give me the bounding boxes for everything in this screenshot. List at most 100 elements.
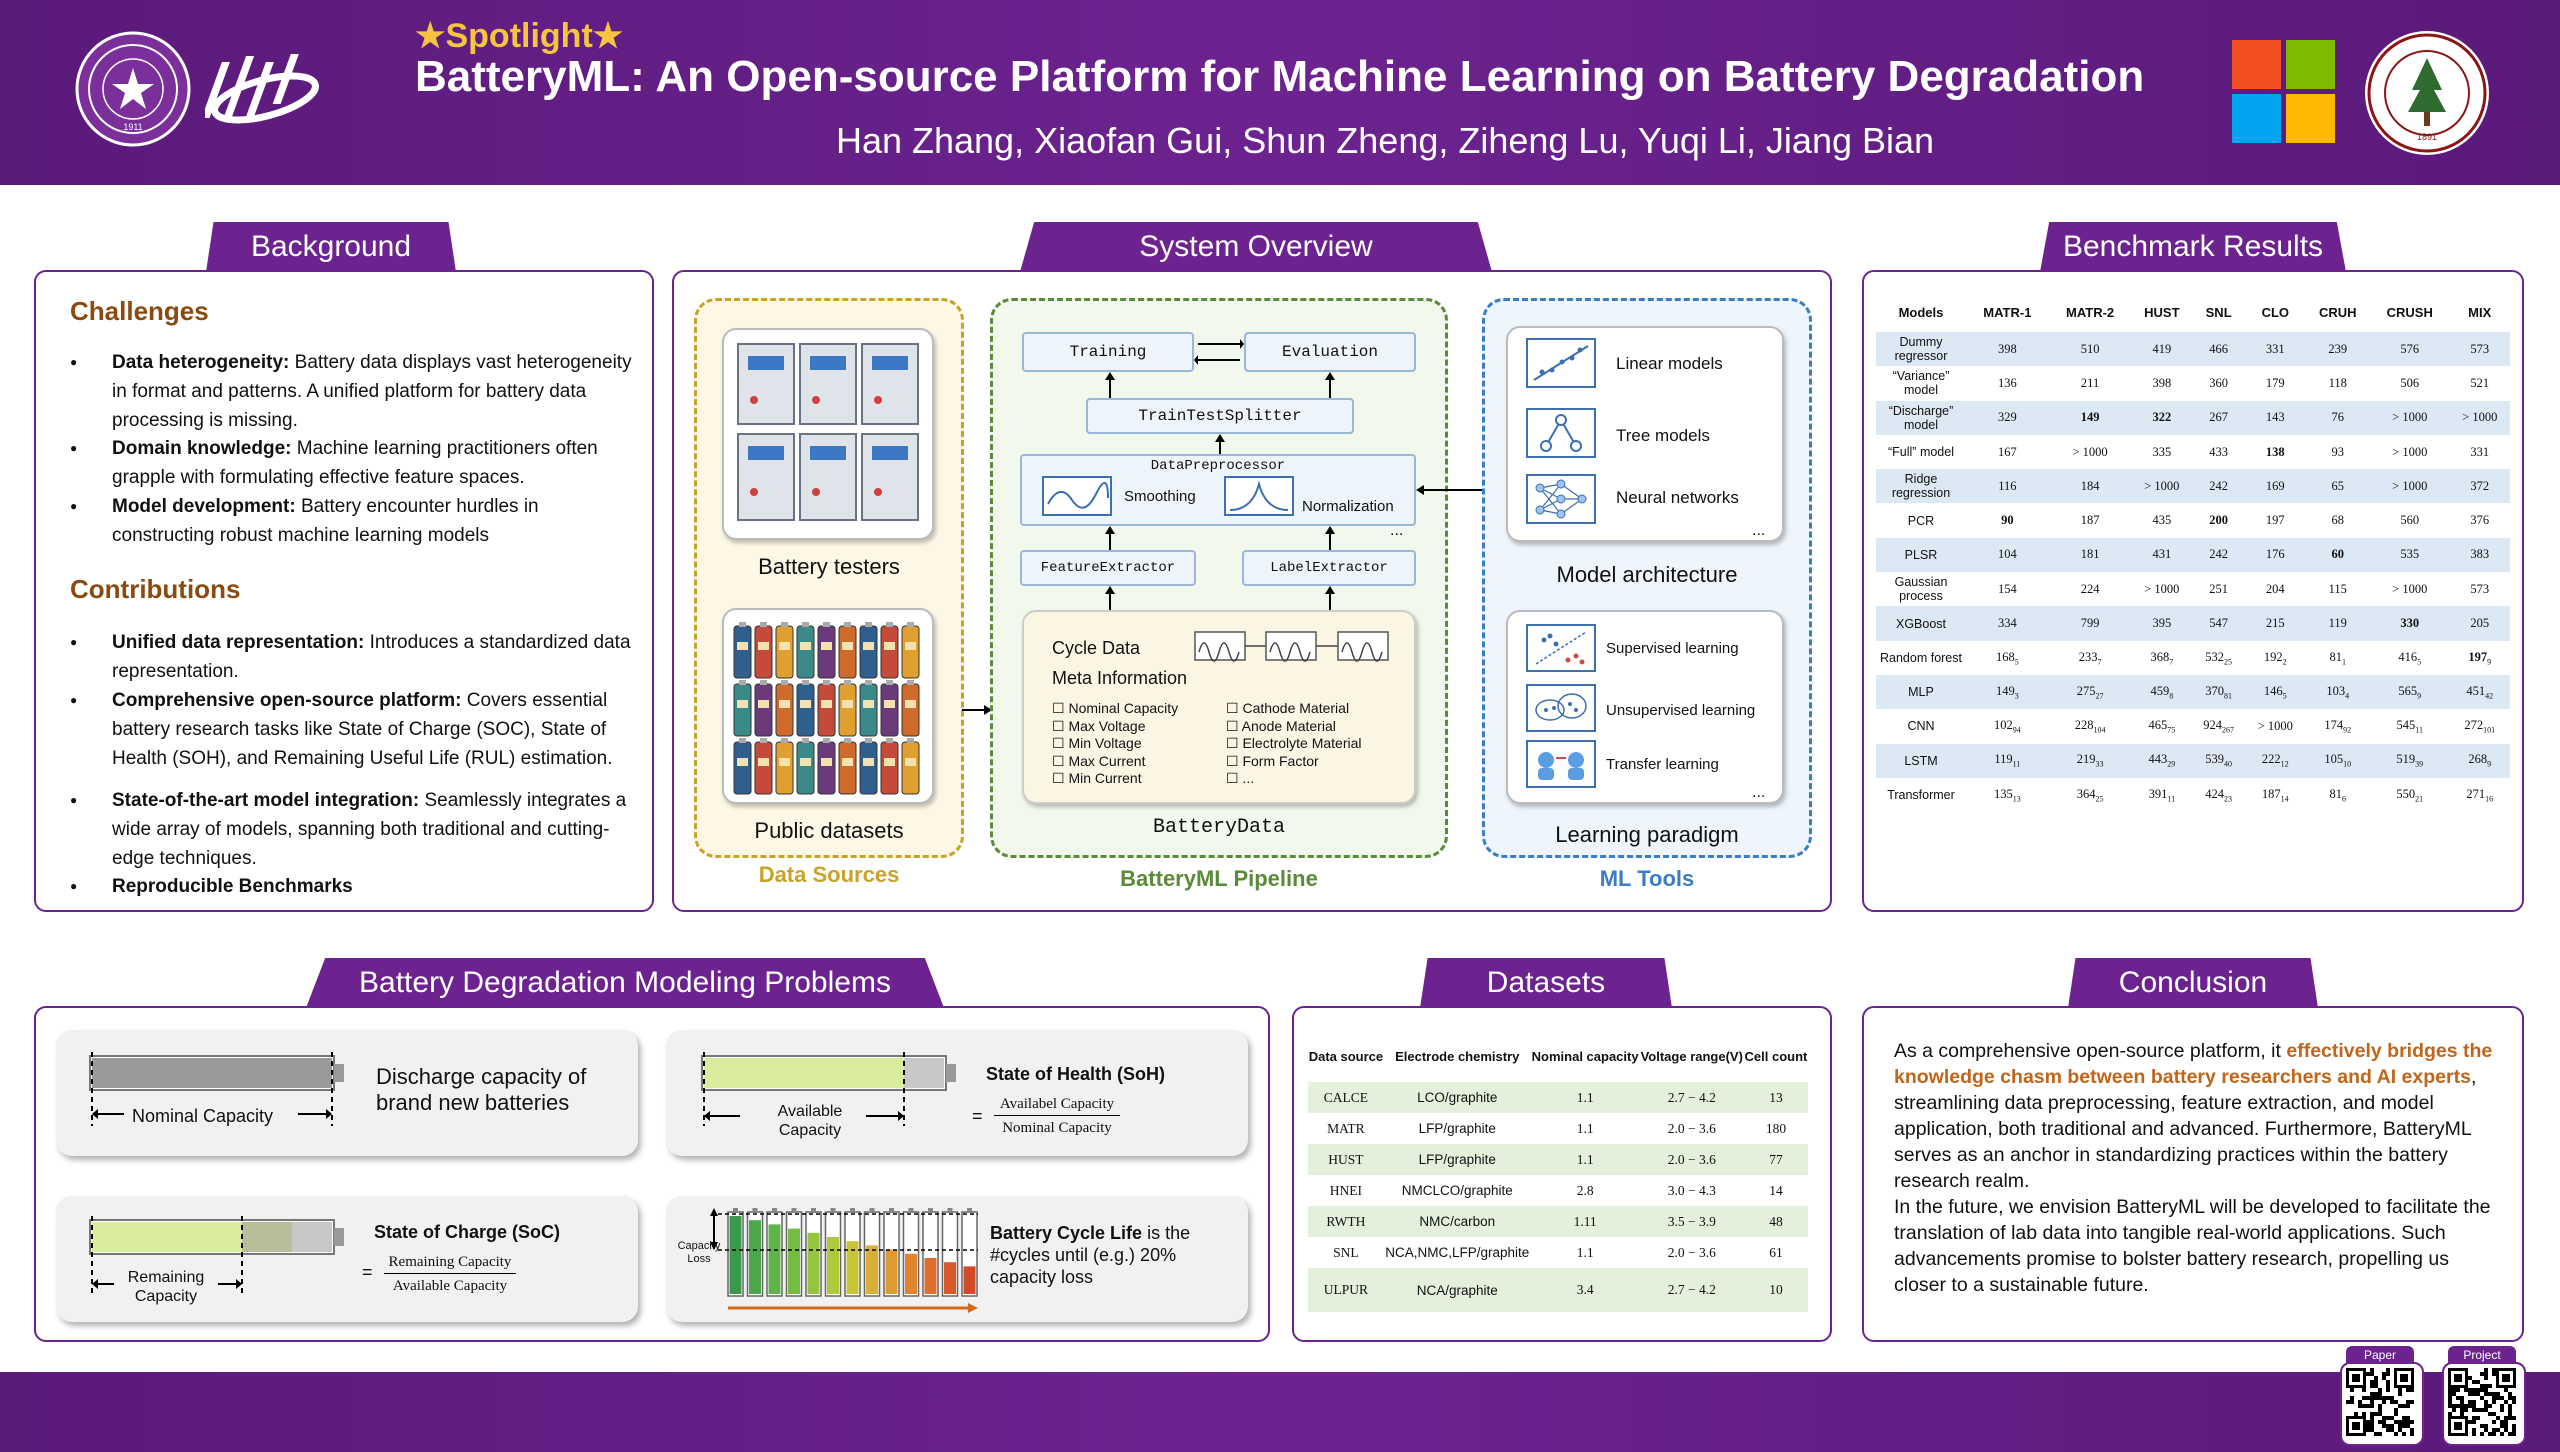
paper-qr-label: Paper: [2346, 1346, 2414, 1364]
table-cell: 2337: [2078, 649, 2102, 667]
paradigm-item: Transfer learning: [1606, 756, 1719, 773]
arrow-up-icon: [1105, 526, 1115, 550]
table-cell: 45142: [2449, 674, 2510, 710]
soc-title: State of Charge (SoC): [374, 1222, 561, 1242]
table-cell: 200: [2209, 513, 2229, 528]
checkbox-icon: ☐: [1226, 752, 1243, 769]
table-cell: LFP/graphite: [1383, 1144, 1531, 1175]
linear-model-icon: [1526, 338, 1596, 388]
table-cell: 14: [1769, 1182, 1783, 1198]
normalization-curve-icon: [1224, 476, 1294, 516]
table-cell: NMCLCO/graphite: [1401, 1183, 1513, 1198]
table-cell: 799: [2048, 606, 2132, 641]
tree-model-icon: [1526, 408, 1596, 458]
table-cell: 3687: [2150, 649, 2174, 667]
new-battery-icon: [89, 1052, 344, 1126]
table-cell: 11911: [1966, 743, 2049, 778]
meta-item: ☐ ...: [1226, 770, 1255, 786]
project-qr-code[interactable]: [2442, 1362, 2526, 1446]
table-cell: 22212: [2245, 743, 2306, 778]
table-cell: 13513: [1993, 786, 2021, 804]
arrow-left-icon: [1416, 485, 1488, 495]
smoothing-curve-icon: [1042, 476, 1112, 516]
table-cell: 1979: [2468, 649, 2492, 667]
table-cell: 37081: [2192, 674, 2246, 710]
table-cell: 149: [2048, 400, 2132, 435]
tab-datasets: Datasets: [1420, 958, 1672, 1008]
datasets-header-cell: Cell count: [1744, 1048, 1808, 1064]
benchmark-header-cell: HUST: [2144, 304, 2180, 320]
table-cell: 44329: [2131, 743, 2193, 778]
table-cell: 169: [2245, 469, 2306, 504]
checkbox-icon: ☐: [1052, 752, 1069, 769]
table-cell: 1.1: [1576, 1244, 1594, 1260]
bullet-item: ●Comprehensive open-source platform: Cov…: [70, 686, 632, 773]
table-cell: 1685: [1995, 649, 2019, 667]
model-name-cell: PCR: [1907, 513, 1935, 528]
table-cell: 54511: [2396, 718, 2423, 735]
arrow-up-icon: [1325, 372, 1335, 398]
table-cell: 3.0 − 4.3: [1667, 1182, 1716, 1198]
tab-benchmark-results: Benchmark Results: [2040, 222, 2346, 272]
table-cell: 27116: [2466, 786, 2494, 804]
table-cell: 573: [2470, 581, 2490, 596]
table-cell: ULPUR: [1308, 1268, 1384, 1312]
table-cell: 267: [2192, 400, 2246, 435]
table-cell: 1034: [2305, 674, 2371, 710]
remaining-capacity-label: Remaining Capacity: [127, 1269, 205, 1305]
table-cell: NCA,NMC,LFP/graphite: [1385, 1245, 1530, 1260]
author-list: Han Zhang, Xiaofan Gui, Shun Zheng, Zihe…: [835, 120, 1935, 161]
table-cell: 51939: [2370, 743, 2450, 778]
benchmark-header-cell: SNL: [2205, 304, 2232, 320]
battery-testers-label: Battery testers: [758, 554, 900, 579]
conclusion-text: As a comprehensive open-source platform,…: [1894, 1040, 2493, 1296]
seal-left-year: 1911: [123, 122, 142, 132]
table-cell: 10510: [2305, 743, 2371, 778]
table-cell: 811: [2329, 649, 2347, 667]
table-cell: 398: [1966, 332, 2049, 367]
table-cell: 65: [2305, 469, 2371, 504]
model-name-cell: XGBoost: [1876, 606, 1966, 641]
table-cell: 180: [1765, 1120, 1787, 1136]
table-cell: 21933: [2048, 743, 2132, 778]
table-cell: 93: [2331, 444, 2345, 459]
data-preprocessor-label: DataPreprocessor: [1150, 458, 1286, 474]
public-datasets-label: Public datasets: [754, 818, 904, 843]
table-cell: 48: [1743, 1206, 1808, 1237]
meta-item: ☐ Electrolyte Material: [1226, 735, 1362, 751]
soc-battery-icon: [89, 1216, 344, 1296]
checkbox-icon: ☐: [1052, 700, 1069, 716]
datasets-header-cell: Electrode chemistry: [1395, 1048, 1520, 1064]
arrow-up-icon: [1105, 586, 1115, 610]
meta-item: ☐ Anode Material: [1226, 717, 1336, 734]
ellipsis-text: ...: [1752, 522, 1766, 539]
table-cell: 215: [2245, 606, 2306, 641]
bullet-dot-icon: ●: [70, 499, 78, 513]
table-cell: 4165: [2398, 649, 2422, 667]
table-cell: 187: [2080, 513, 2100, 528]
paper-qr-code[interactable]: [2340, 1362, 2424, 1446]
benchmark-header-cell: CLO: [2261, 304, 2290, 320]
datasets-header-cell: Data source: [1308, 1048, 1384, 1064]
table-cell: 76: [2305, 400, 2371, 435]
table-cell: 372: [2449, 469, 2510, 504]
table-cell: HUST: [1308, 1144, 1384, 1175]
unsupervised-learning-icon: [1526, 684, 1596, 732]
table-cell: 197: [2265, 513, 2285, 528]
table-cell: 53225: [2205, 649, 2233, 667]
table-cell: > 1000: [2370, 469, 2450, 504]
table-cell: 55021: [2396, 786, 2424, 804]
table-cell: 27527: [2048, 674, 2132, 710]
supervised-learning-icon: [1526, 624, 1596, 672]
table-cell: 17492: [2324, 718, 2352, 735]
table-cell: 104: [1966, 537, 2049, 573]
cycle-data-label: Cycle Data: [1052, 638, 1141, 658]
